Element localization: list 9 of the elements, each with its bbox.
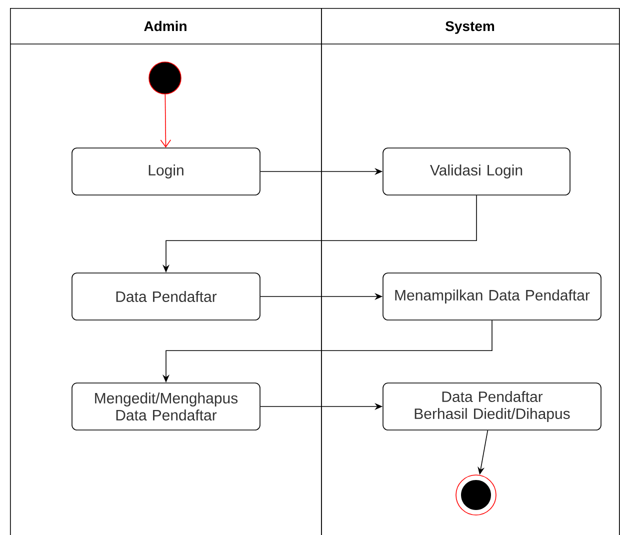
activity-box: Menampilkan Data Pendaftar — [382, 272, 602, 320]
activity-box: Data Pendaftar Berhasil Diedit/Dihapus — [382, 382, 602, 430]
start-node — [148, 62, 182, 94]
arrow — [160, 94, 172, 148]
activity-box: Mengedit/Menghapus Data Pendaftar — [72, 382, 260, 430]
activity-box: Data Pendaftar — [72, 272, 260, 320]
activity-box: Login — [72, 148, 260, 196]
end-node — [456, 474, 496, 516]
activity-box: Validasi Login — [382, 148, 570, 196]
